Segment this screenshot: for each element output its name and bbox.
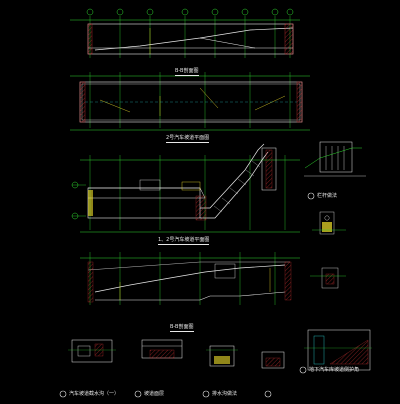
section-bb-title: B-B剖面图 — [175, 68, 199, 76]
trench-detail-title: 汽车坡道截水沟（一） — [69, 391, 120, 397]
ramp-plan-2-title: 2号汽车坡道平面图 — [166, 135, 210, 143]
bottom-details-drawing — [68, 329, 372, 371]
ramp-plan-12-title: 1、2号汽车坡道平面图 — [158, 237, 210, 245]
railing-detail-title: 栏杆做法 — [317, 193, 338, 199]
detail-marker-circles — [59, 192, 315, 398]
corner-guard-title: 地下汽车库坡道侧护角 — [309, 367, 360, 373]
section-aa-title: B-B剖面图 — [170, 324, 194, 332]
ramp-plan-12-drawing — [71, 143, 300, 233]
section-aa-drawing — [80, 252, 300, 305]
section-bb-drawing — [70, 8, 300, 58]
ramp-plan-2-drawing — [70, 72, 310, 131]
ramp-surface-title: 坡道面层 — [144, 391, 165, 397]
railing-detail-drawing — [304, 141, 366, 289]
drain-detail-title: 排水沟做法 — [212, 391, 238, 397]
